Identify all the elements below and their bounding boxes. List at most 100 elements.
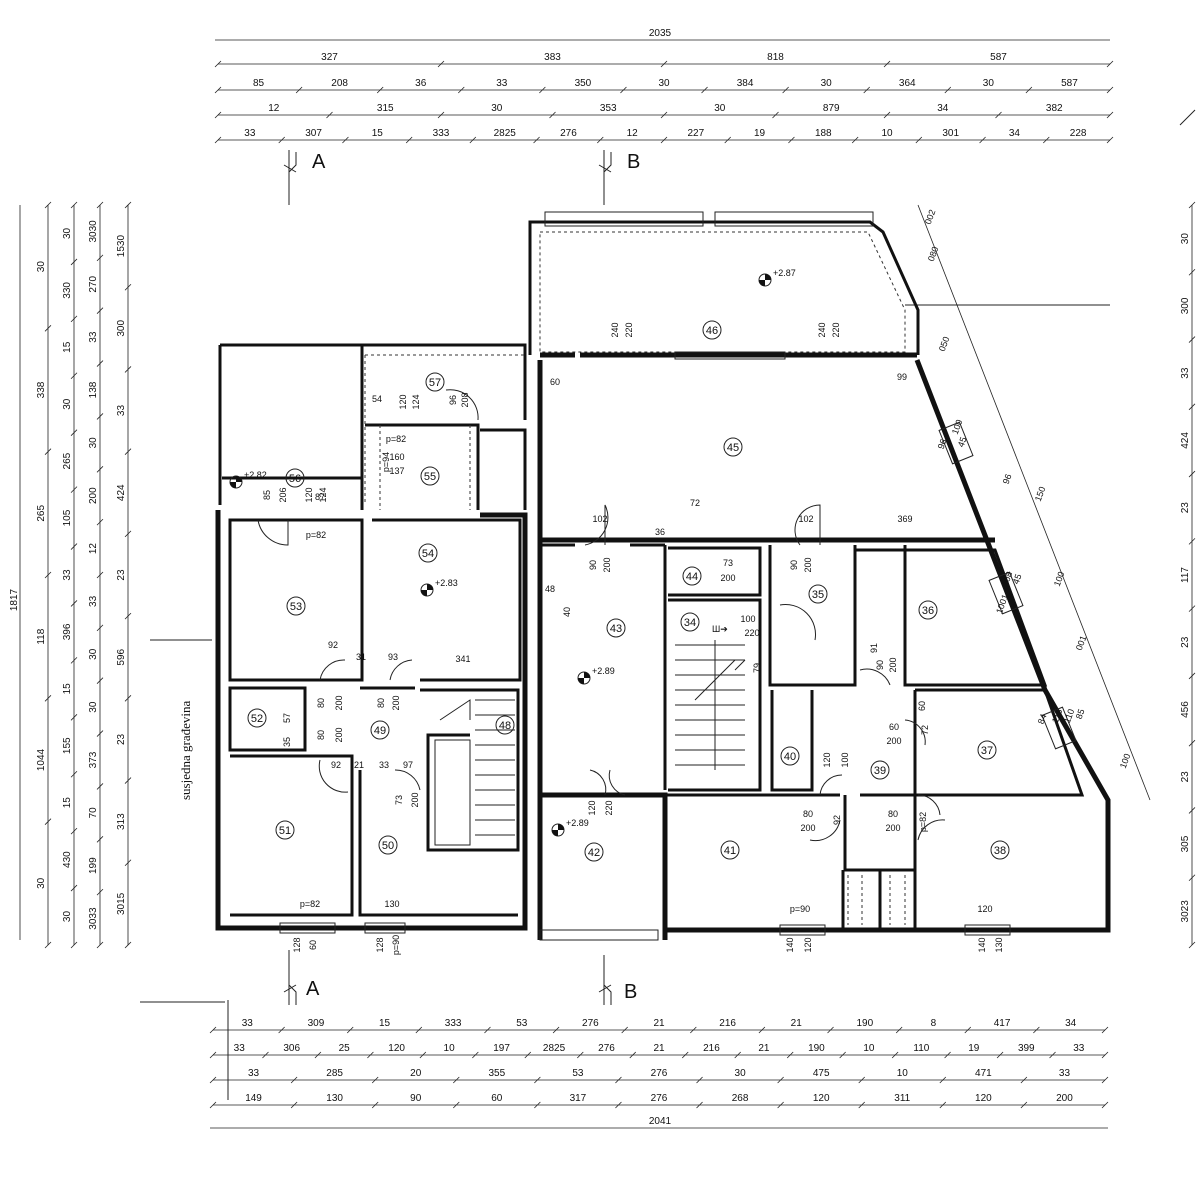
bottom-chain-dimension: 21 [653,1043,665,1054]
bottom-chain-dimension: 149 [245,1093,262,1104]
top-chain-dimension: 10 [881,128,893,139]
room-marker: 50 [378,835,398,855]
plan-label: 84 [1036,713,1049,726]
plan-label: 220 [624,322,634,337]
plan-label: 99 [897,372,907,382]
room-marker: 44 [682,566,702,586]
level-markers: +2.87 +2.82 +2.83 +2.89 +2.89 [229,268,796,837]
bottom-chain-dimension: 471 [975,1068,992,1079]
bottom-chain-dimension: 90 [410,1093,422,1104]
plan-label: 115 [1050,708,1064,725]
bottom-chain-dimension: 268 [732,1093,749,1104]
plan-label: p=90 [790,904,810,914]
plan-label: p=82 [386,434,406,444]
plan-label: 80 [376,698,386,708]
plan-label: 200 [334,695,344,710]
stair-right [675,640,746,770]
top-chain-dimension: 818 [767,52,784,63]
plan-label: 87 [315,492,325,502]
bottom-chain-dimension: 276 [651,1068,668,1079]
bottom-chain-dimension: 33 [242,1018,254,1029]
plan-label: 90 [588,560,598,570]
plan-label: 208 [460,392,470,407]
plan-label: 240 [610,322,620,337]
left-chain-dimension: 33 [88,331,99,343]
room-number: 41 [724,845,736,857]
bottom-chain-dimension: 15 [379,1018,391,1029]
plan-label: 21 [354,760,364,770]
bottom-chain-dimension: 276 [651,1093,668,1104]
bottom-chain-dimension: 25 [339,1043,351,1054]
left-chain-dimension: 15 [62,683,73,695]
room-number: 39 [874,765,886,777]
plan-label: 200 [800,823,815,833]
plan-label: 200 [602,557,612,572]
plan-label: 85 [262,490,272,500]
plan-label: 200 [334,727,344,742]
plan-label: 31 [356,652,366,662]
room-number: 44 [686,571,698,583]
bottom-chain-dimension: 33 [1073,1043,1085,1054]
plan-label: 124 [411,394,421,409]
plan-label: 120 [822,752,832,767]
bottom-chain-dimension: 333 [445,1018,462,1029]
left-total-dimension: 1817 [9,588,20,611]
plan-label: 341 [455,654,470,664]
plan-label: 200 [803,557,813,572]
plan-label: 45 [956,436,969,449]
room-number: 57 [429,377,441,389]
plan-label: 130 [384,899,399,909]
right-chain-dimension: 300 [1180,297,1191,314]
bottom-chain-dimension: 33 [234,1043,246,1054]
left-chain-dimension: 330 [62,282,73,299]
left-chain-dimension: 596 [116,648,127,665]
room-number: 50 [382,840,394,852]
bottom-chain-dimension: 20 [410,1068,422,1079]
bottom-chain-dimension: 306 [283,1043,300,1054]
building-walls [215,211,1111,941]
plan-label: 128 [375,937,385,952]
bottom-total-dimension: 2041 [649,1116,672,1127]
room-number: 40 [784,751,796,763]
plan-label: 35 [282,737,292,747]
left-chain-dimension: 3015 [116,892,127,915]
plan-label: 200 [888,657,898,672]
plan-label: 140 [977,937,987,952]
left-chain-dimension: 30 [36,261,47,273]
plan-label: 150 [1033,485,1048,503]
bottom-chain-dimension: 216 [719,1018,736,1029]
plan-label: 90 [875,660,885,670]
section-a-top-label: A [312,151,326,173]
room-marker: 55 [420,466,440,486]
bottom-chain-dimension: 399 [1018,1043,1035,1054]
left-chain-dimension: 33 [116,405,127,417]
bottom-chain-dimension: 276 [582,1018,599,1029]
bottom-chain-dimension: 120 [975,1093,992,1104]
left-chain-dimension: 33 [88,595,99,607]
top-chain-dimension: 30 [714,103,726,114]
top-chain-dimension: 879 [823,103,840,114]
plan-label: 140 [785,937,795,952]
bottom-chain-dimension: 285 [326,1068,343,1079]
neighbor-building-label: susjedna građevina [178,700,193,800]
bottom-chain-dimension: 190 [808,1043,825,1054]
left-chain-dimension: 23 [116,733,127,745]
plan-label: 93 [388,652,398,662]
room-number: 43 [610,623,622,635]
top-chain-dimension: 33 [496,78,508,89]
top-chain-dimension: 301 [942,128,959,139]
bottom-chain-dimension: 30 [735,1068,747,1079]
bottom-chain-dimension: 200 [1056,1093,1073,1104]
plan-label: 80 [803,809,813,819]
plan-label: 120 [304,487,314,502]
left-chain-dimension: 1044 [36,748,47,771]
room-marker: 48 [495,715,515,735]
right-chain-dimension: 23 [1180,771,1191,783]
top-chain-dimension: 12 [268,103,280,114]
bottom-chain-dimension: 34 [1065,1018,1077,1029]
bottom-chain-dimension: 10 [897,1068,909,1079]
left-chain-dimension: 12 [88,543,99,555]
